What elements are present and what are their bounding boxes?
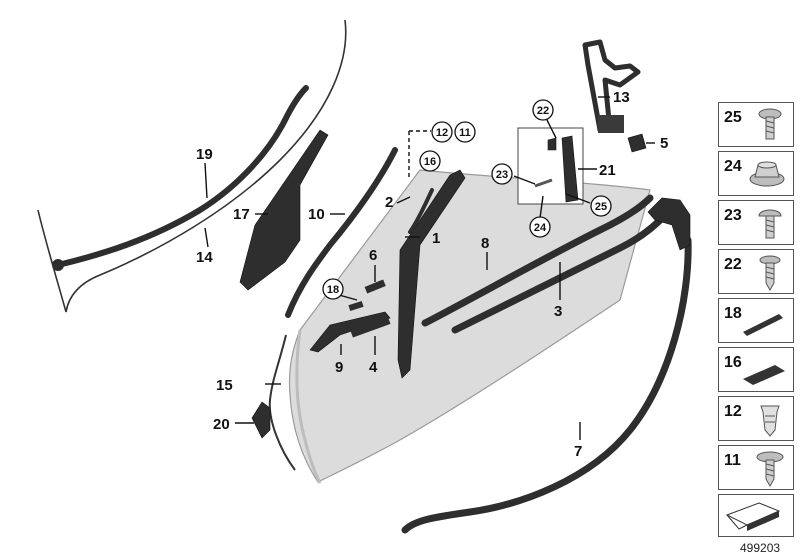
svg-text:22: 22 <box>537 105 549 117</box>
hex-collar-nut-icon <box>749 161 785 187</box>
callout-22: 22 <box>532 99 554 121</box>
adhesive-pad-icon <box>743 365 785 385</box>
door-panel-edge <box>295 329 322 484</box>
svg-text:11: 11 <box>459 127 471 139</box>
legend-item-12: 12 <box>718 396 794 441</box>
flat-head-screw-icon <box>758 108 782 140</box>
leader-22 <box>545 117 557 139</box>
callout-6: 6 <box>369 247 377 264</box>
callout-8: 8 <box>481 235 489 252</box>
belt-seal-8 <box>421 194 654 327</box>
callout-18: 18 <box>322 278 344 300</box>
roof-seal-end-cap <box>52 259 64 271</box>
window-guide-1 <box>397 169 466 379</box>
adhesive-pad-icon <box>743 314 783 336</box>
expanding-clip-icon <box>760 405 780 437</box>
legend-number: 22 <box>724 256 742 273</box>
callout-12: 12 <box>431 121 453 143</box>
leader-23 <box>513 175 536 185</box>
legend-item-24: 24 <box>718 151 794 196</box>
fastener-legend: 25 24 23 22 18 <box>718 102 794 537</box>
callout-25: 25 <box>590 195 612 217</box>
roof-seal-14 <box>37 19 347 313</box>
legend-item-18: 18 <box>718 298 794 343</box>
callout-19: 19 <box>196 146 213 163</box>
seal-13 <box>582 39 641 133</box>
frame-seal-10 <box>285 147 398 318</box>
callout-9: 9 <box>335 359 343 376</box>
svg-text:18: 18 <box>327 284 339 296</box>
svg-text:24: 24 <box>534 222 547 234</box>
pad-18 <box>348 300 364 312</box>
callout-5: 5 <box>660 135 668 152</box>
leader-25 <box>565 193 591 204</box>
callout-11: 11 <box>454 121 476 143</box>
part-4 <box>349 315 391 338</box>
clip-23 <box>534 178 553 188</box>
leader-19 <box>204 162 208 199</box>
leader-24 <box>539 195 544 219</box>
belt-seal-3 <box>451 211 669 334</box>
legend-number: 11 <box>724 452 741 469</box>
part-6 <box>364 279 386 294</box>
bracket-13 <box>598 115 624 133</box>
washer-head-screw-icon <box>756 451 784 487</box>
callout-10: 10 <box>308 206 325 223</box>
legend-number: 23 <box>724 207 742 224</box>
svg-text:12: 12 <box>436 127 448 139</box>
legend-number: 18 <box>724 305 742 322</box>
seal-strip-2 <box>408 188 434 234</box>
callout-20: 20 <box>213 416 230 433</box>
svg-text:25: 25 <box>595 201 607 213</box>
leader-2 <box>396 196 411 204</box>
leader-14 <box>204 227 209 248</box>
seal-15 <box>268 334 296 471</box>
callout-16: 16 <box>419 150 441 172</box>
self-tapping-screw-icon <box>759 255 781 291</box>
part-5 <box>627 133 647 153</box>
roof-seal-19 <box>55 85 309 268</box>
callout-13: 13 <box>613 89 630 106</box>
pan-head-screw-icon <box>758 209 782 239</box>
callout-4: 4 <box>369 359 378 376</box>
part-20 <box>251 401 271 439</box>
callout-3: 3 <box>554 303 562 320</box>
diagram-id: 499203 <box>740 541 781 555</box>
bracket-small <box>547 137 557 151</box>
callout-7: 7 <box>574 443 582 460</box>
reference-box <box>718 494 794 537</box>
callout-23: 23 <box>491 163 513 185</box>
a-pillar-trim-17 <box>239 129 329 291</box>
leader-18 <box>338 294 358 301</box>
callout-15: 15 <box>216 377 233 394</box>
svg-text:16: 16 <box>424 156 436 168</box>
legend-number: 16 <box>724 354 742 371</box>
callout-21: 21 <box>599 162 616 179</box>
legend-item-23: 23 <box>718 200 794 245</box>
legend-item-25: 25 <box>718 102 794 147</box>
callout-17: 17 <box>233 206 250 223</box>
callout-2: 2 <box>385 194 393 211</box>
door-seal-corner <box>647 197 691 251</box>
callout-1: 1 <box>432 230 440 247</box>
door-seal-7 <box>401 236 692 534</box>
svg-text:23: 23 <box>496 169 508 181</box>
callout-14: 14 <box>196 249 213 266</box>
arrow-reference-icon <box>725 502 781 531</box>
callout-24: 24 <box>529 216 551 238</box>
legend-number: 25 <box>724 109 742 126</box>
pillar-trim-21 <box>561 135 579 203</box>
legend-item-22: 22 <box>718 249 794 294</box>
legend-item-16: 16 <box>718 347 794 392</box>
legend-number: 12 <box>724 403 742 420</box>
legend-item-11: 11 <box>718 445 794 490</box>
legend-number: 24 <box>724 158 742 175</box>
